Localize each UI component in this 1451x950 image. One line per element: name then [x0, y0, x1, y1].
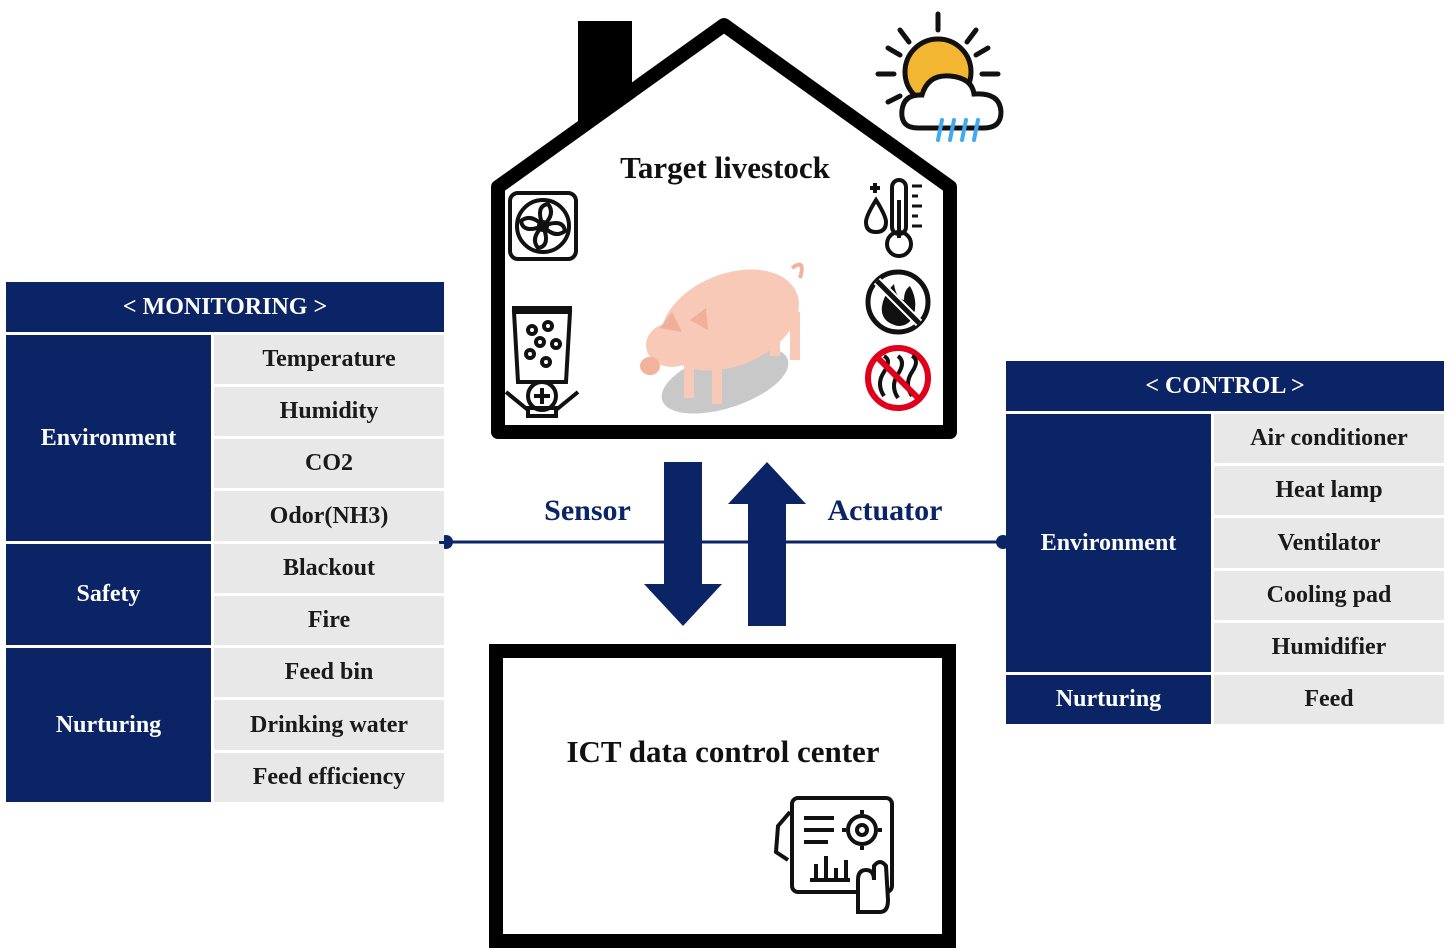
house-title: Target livestock [620, 150, 830, 185]
actuator-label: Actuator [827, 494, 943, 527]
feeder-icon [504, 306, 580, 418]
actuator-arrow-up [728, 462, 806, 626]
thermometer-humidity-icon [863, 178, 922, 258]
monitoring-item-co2: CO2 [214, 439, 444, 488]
house-outline [491, 18, 957, 439]
sensor-label: Sensor [544, 494, 631, 527]
control-item-feed: Feed [1214, 675, 1444, 724]
pig-icon [640, 262, 804, 414]
monitoring-item-fire: Fire [214, 596, 444, 645]
monitoring-header: < MONITORING > [6, 282, 444, 332]
monitoring-item-blackout: Blackout [214, 544, 444, 593]
control-item-air-conditioner: Air conditioner [1214, 414, 1444, 463]
monitoring-item-odor: Odor(NH3) [214, 491, 444, 541]
control-item-ventilator: Ventilator [1214, 518, 1444, 568]
control-center-title: ICT data control center [566, 734, 880, 769]
monitoring-item-humidity: Humidity [214, 387, 444, 436]
sensor-arrow-down [644, 462, 722, 626]
monitoring-category-environment: Environment [6, 335, 211, 541]
control-item-cooling-pad: Cooling pad [1214, 571, 1444, 620]
monitoring-item-temperature: Temperature [214, 335, 444, 384]
no-heat-icon [865, 345, 931, 411]
monitoring-item-feed-efficiency: Feed efficiency [214, 753, 444, 802]
control-category-environment: Environment [1006, 414, 1211, 672]
weather-icon [875, 11, 1004, 142]
dashboard-touch-icon [773, 796, 894, 914]
control-item-humidifier: Humidifier [1214, 623, 1444, 672]
control-category-nurturing: Nurturing [1006, 675, 1211, 724]
monitoring-item-drinking-water: Drinking water [214, 700, 444, 750]
ventilation-fan-icon [508, 191, 578, 261]
monitoring-item-feed-bin: Feed bin [214, 648, 444, 697]
control-item-heat-lamp: Heat lamp [1214, 466, 1444, 515]
control-header: < CONTROL > [1006, 361, 1444, 411]
monitoring-category-nurturing: Nurturing [6, 648, 211, 802]
no-fire-icon [865, 269, 931, 335]
monitoring-category-safety: Safety [6, 544, 211, 645]
